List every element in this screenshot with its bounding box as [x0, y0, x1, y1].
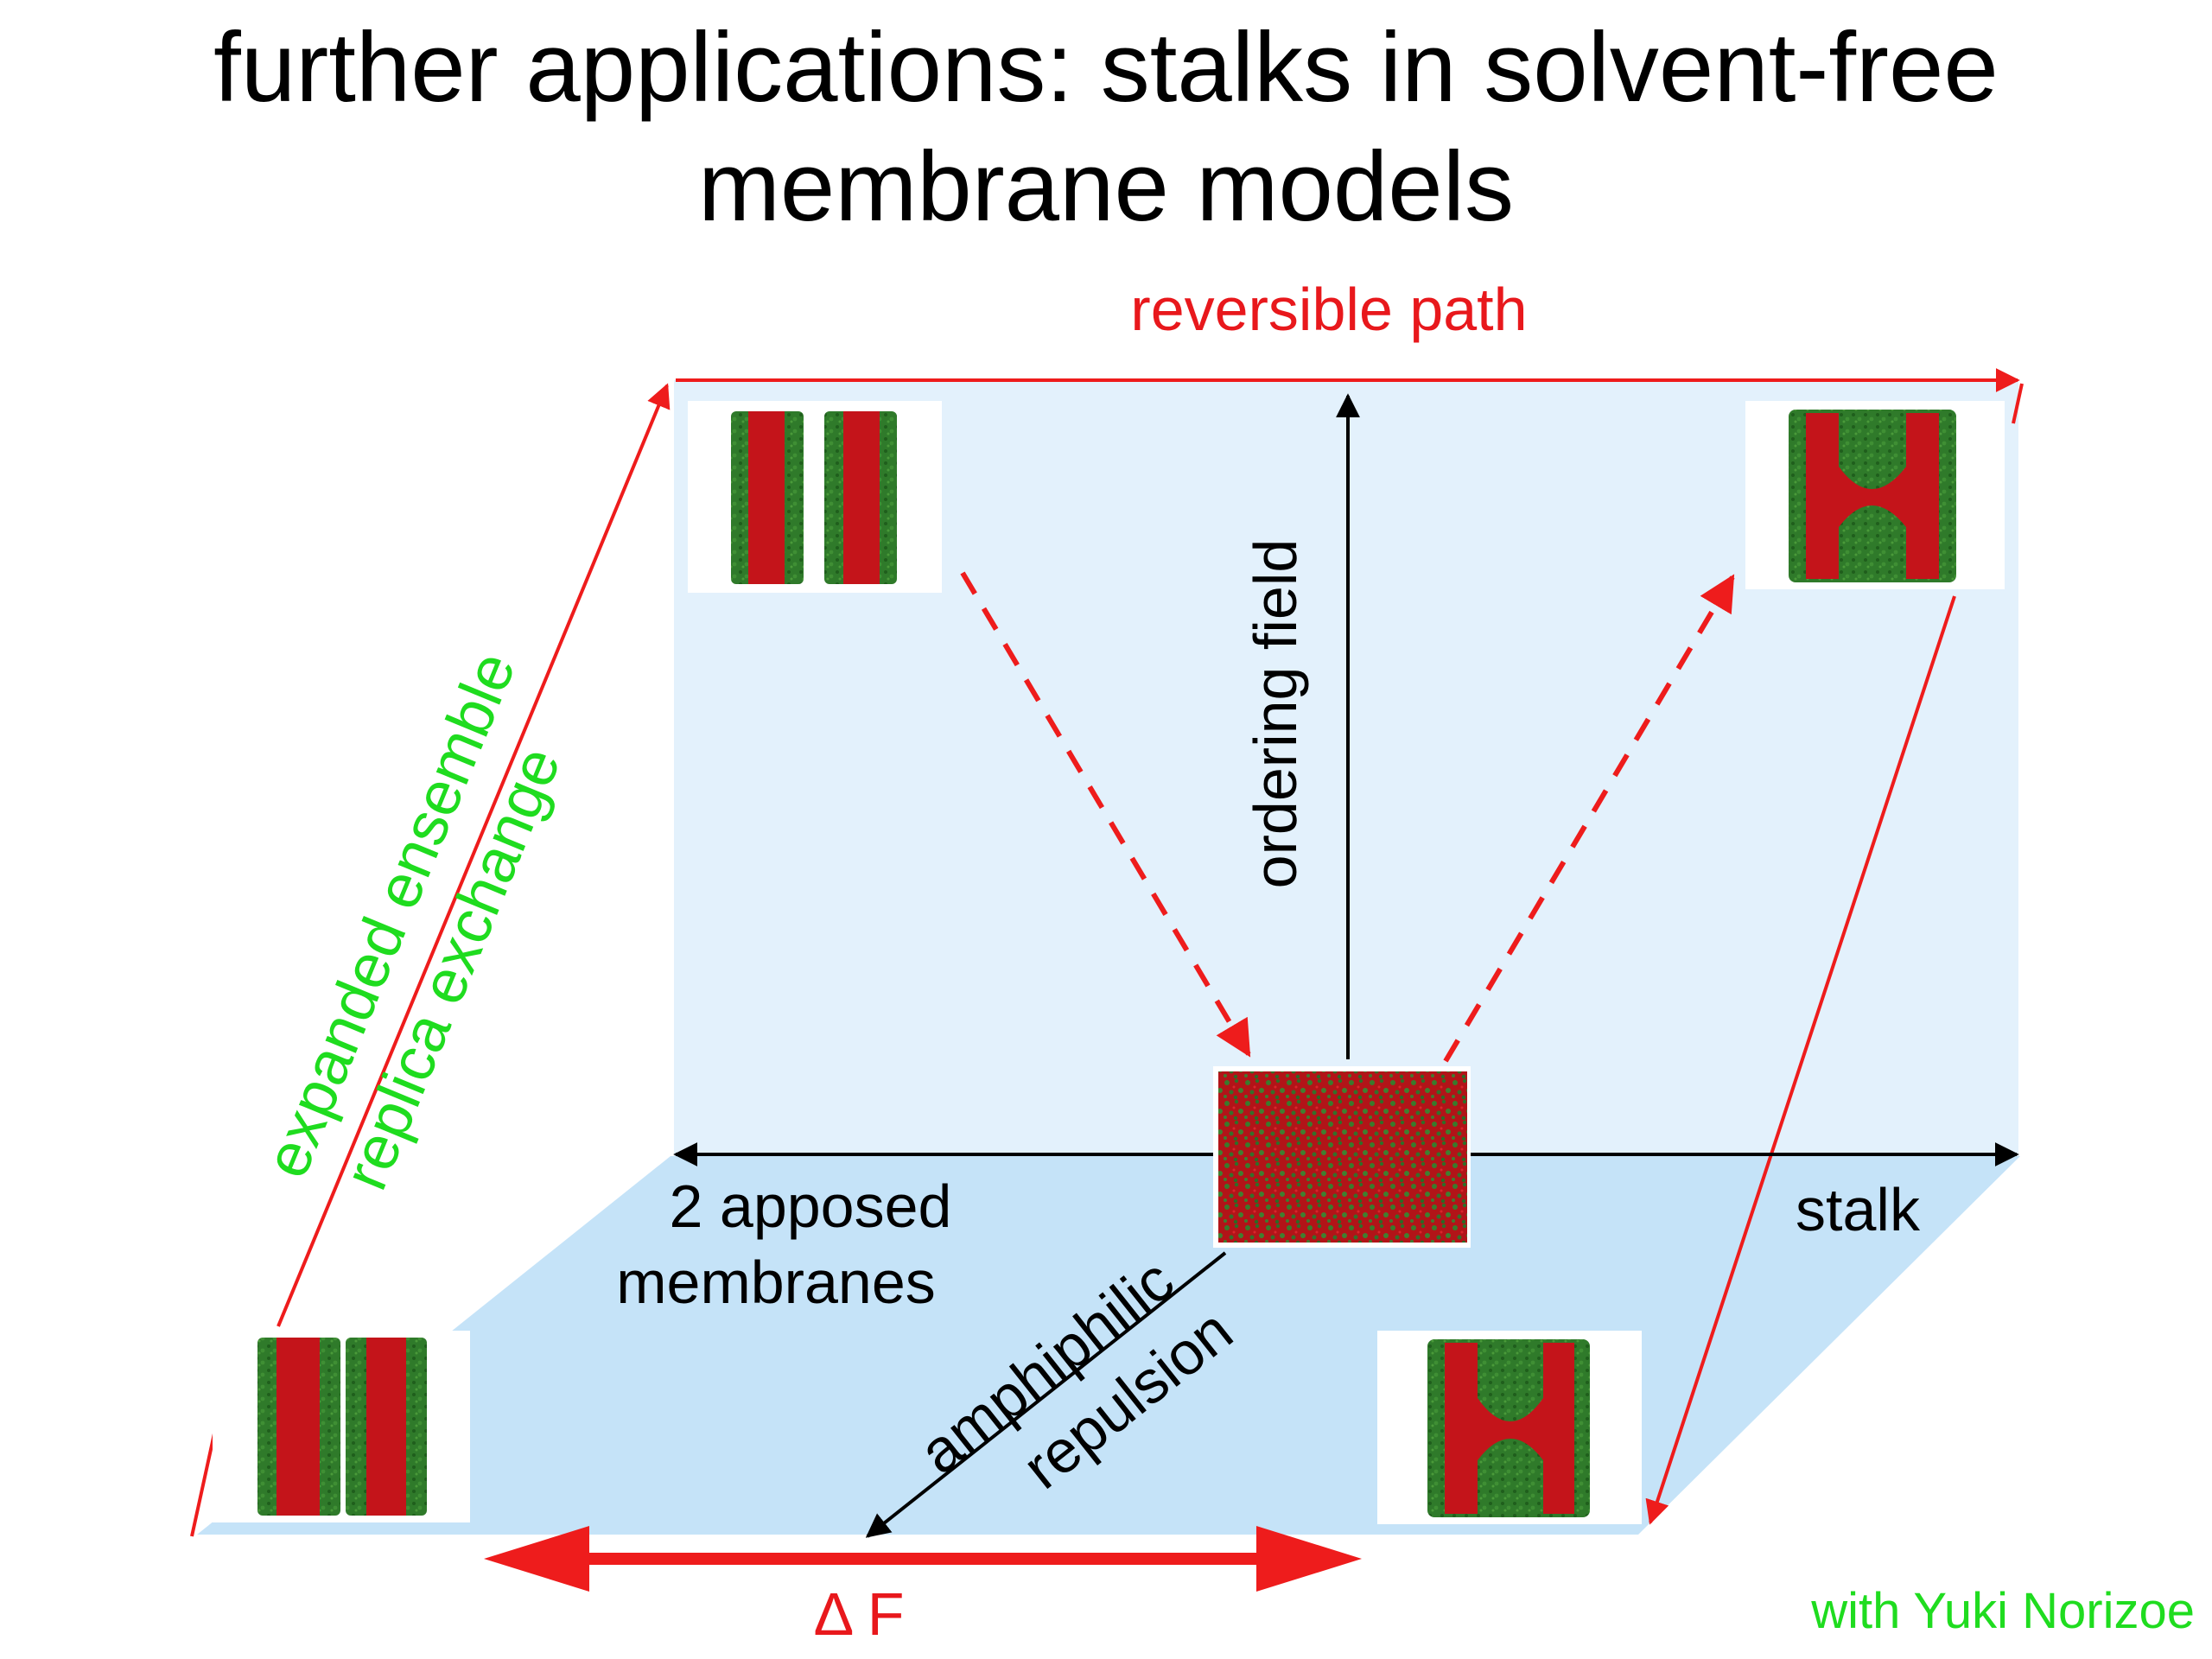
membrane-snapshot-stalk-top [1745, 401, 2005, 589]
slide-title: further applications: stalks in solvent-… [0, 9, 2212, 247]
stalk-label: stalk [1796, 1176, 1921, 1243]
ordering-field-label: ordering field [1242, 539, 1309, 889]
dashed-arrow-to-stalk [1443, 574, 1735, 1063]
amphiphilic-repulsion-axis [865, 1251, 1227, 1538]
membrane-snapshot-center [1213, 1066, 1471, 1248]
reversible-path-label: reversible path [1130, 276, 1527, 343]
membrane-snapshot-apposed-bottom [213, 1331, 470, 1522]
slide-title-line2: membrane models [697, 132, 1515, 242]
membrane-snapshot-apposed-top [688, 401, 942, 593]
right-descending-arrow [1645, 595, 1956, 1525]
delta-f-label: Δ F [813, 1580, 904, 1648]
expanded-ensemble-arrow [276, 383, 671, 1327]
right-corner-edge [2012, 383, 2024, 424]
slide-title-line1: further applications: stalks in solvent-… [213, 13, 1999, 123]
left-lower-edge [190, 1425, 218, 1537]
delta-f-arrow-head-right [1256, 1526, 1362, 1592]
dashed-arrow-to-center [960, 571, 1251, 1058]
credit-label: with Yuki Norizoe [1810, 1583, 2195, 1639]
apposed-membranes-label-line2: membranes [616, 1249, 936, 1316]
delta-f-arrow-head-left [484, 1526, 589, 1592]
apposed-membranes-label-line1: 2 apposed [670, 1173, 952, 1240]
membrane-snapshot-stalk-bottom [1377, 1331, 1642, 1524]
